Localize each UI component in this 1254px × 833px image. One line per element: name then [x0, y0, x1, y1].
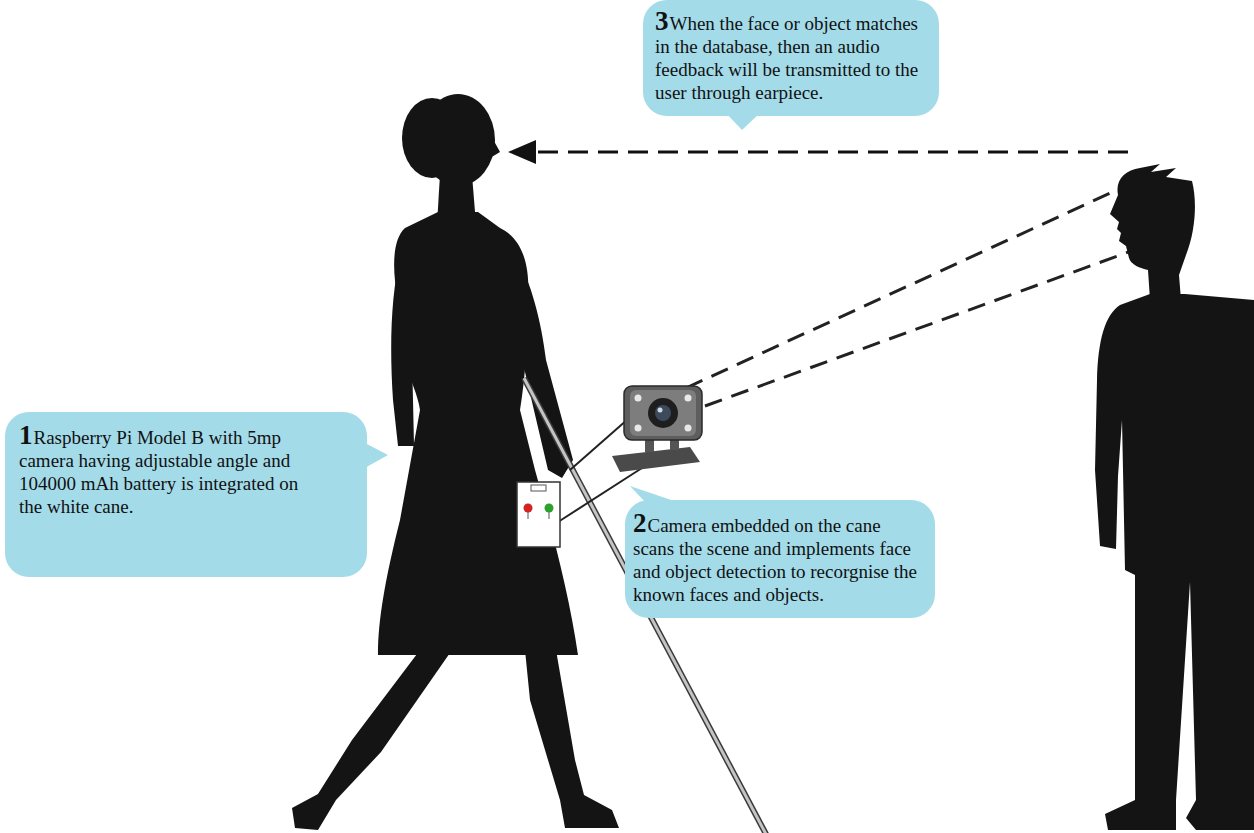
callout-number: 1 [19, 420, 33, 450]
callout-number: 3 [655, 6, 669, 36]
camera-led [635, 395, 642, 402]
callout-bubble: 3When the face or object matches in the … [643, 0, 939, 116]
box-label [531, 485, 546, 491]
camera-led [685, 425, 692, 432]
front-leg [525, 650, 619, 828]
head [421, 94, 495, 186]
coat [378, 212, 578, 655]
camera-led [635, 425, 642, 432]
back-leg [292, 650, 452, 830]
man-silhouette [1095, 164, 1254, 830]
callout-bubble: 2Camera embedded on the cane scans the s… [625, 500, 935, 618]
sight-line [686, 178, 1143, 388]
lens-glint [658, 408, 663, 413]
red-button [524, 504, 533, 513]
callout-bubble: 1Raspberry Pi Model B with 5mp camera ha… [5, 412, 367, 577]
bubble-tail [725, 112, 761, 130]
back-arm [391, 236, 420, 446]
bubble-body [5, 412, 367, 577]
arrow-head [508, 140, 536, 164]
controller-box [517, 482, 560, 547]
bubble-body [643, 0, 939, 116]
man-body [1095, 294, 1254, 830]
camera-face [630, 390, 696, 436]
camera-lens [655, 405, 671, 421]
bubble-body [625, 500, 935, 618]
bubble-tail [363, 442, 388, 469]
callout-number: 2 [633, 508, 647, 538]
feedback-arrow [532, 151, 1128, 154]
camera-body [624, 386, 702, 440]
camera-lens [648, 398, 678, 428]
bubble-tail [630, 486, 683, 504]
camera-led [685, 395, 692, 402]
green-button [545, 504, 554, 513]
nose [488, 130, 500, 158]
camera-bracket [612, 447, 700, 472]
camera [612, 386, 702, 472]
man-head [1110, 164, 1195, 300]
front-arm [495, 232, 573, 478]
